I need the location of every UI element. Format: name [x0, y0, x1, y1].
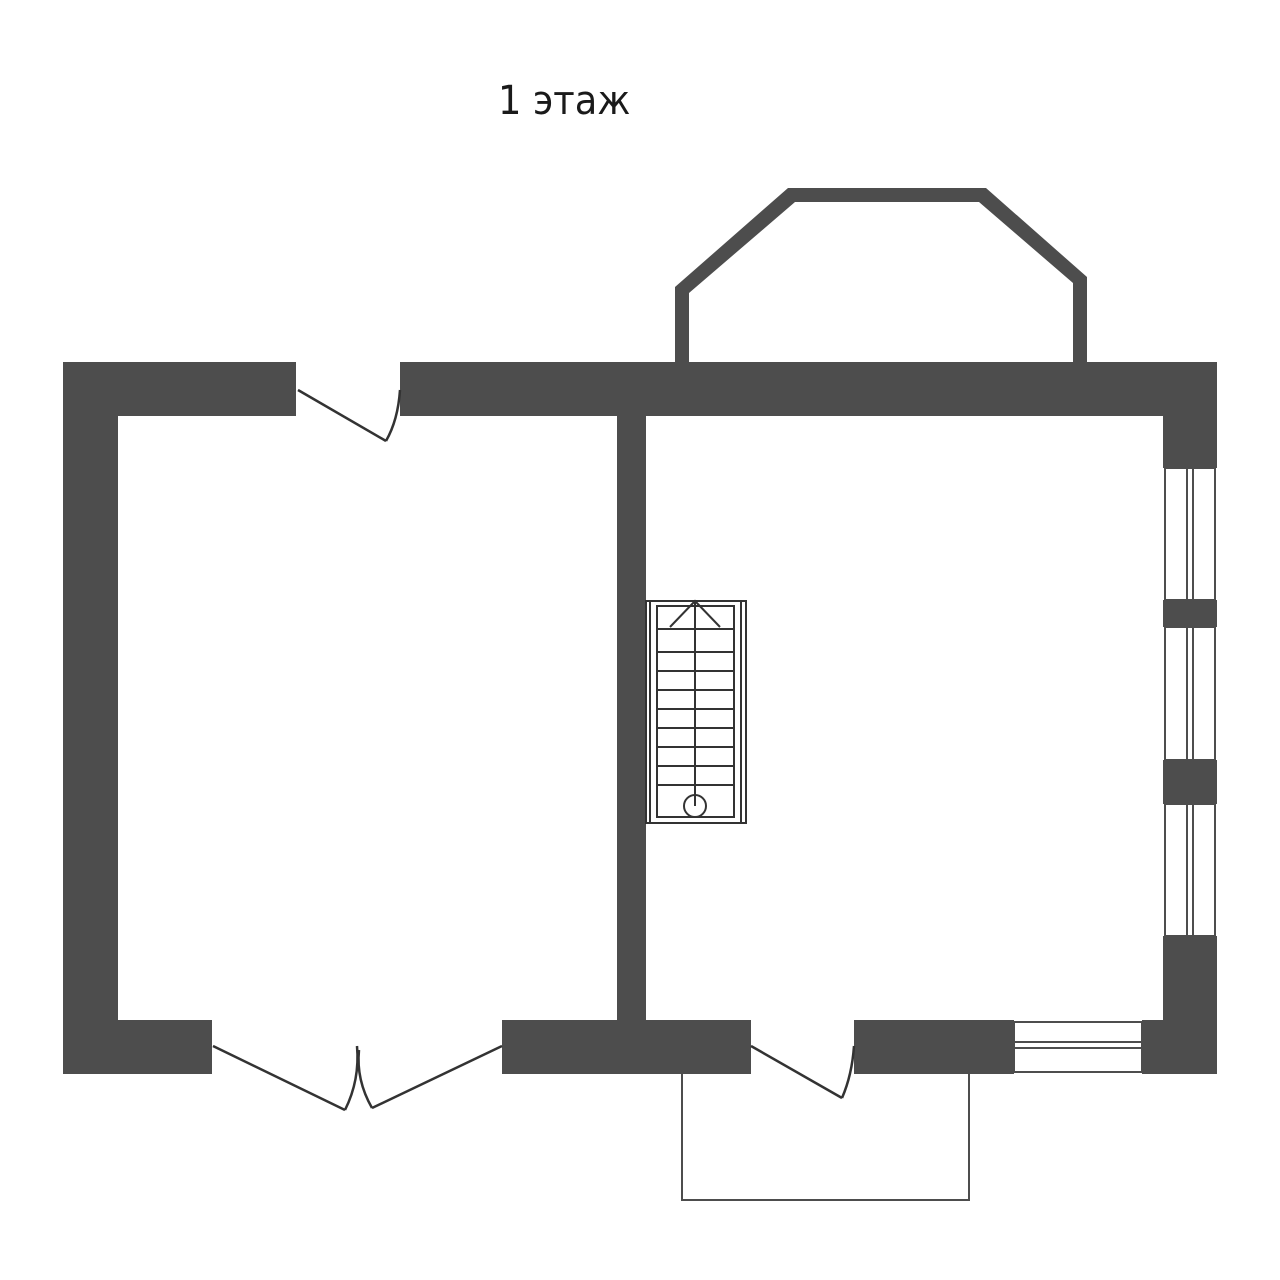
wall-right-4	[1163, 936, 1217, 1074]
window-right-3	[1164, 803, 1216, 937]
floor-title: 1 этаж	[498, 78, 631, 124]
door-top	[297, 388, 402, 443]
stair-start-circle-icon	[683, 794, 707, 818]
wall-right-3	[1163, 760, 1217, 804]
window-right-1	[1164, 467, 1216, 601]
wall-bottom-1	[63, 1020, 212, 1074]
bottom-window	[1013, 1021, 1143, 1073]
wall-right-1	[1163, 362, 1217, 468]
wall-top-right	[400, 362, 1217, 416]
exterior-walls	[63, 362, 1217, 1074]
wall-bottom-3	[854, 1020, 1014, 1074]
staircase	[645, 599, 747, 824]
window-right-2	[1164, 626, 1216, 761]
right-window-panes	[1186, 468, 1194, 936]
bay-window	[675, 188, 1087, 362]
porch-outline	[681, 1074, 970, 1201]
interior-partition-wall	[617, 410, 646, 1030]
door-entrance	[750, 1044, 856, 1100]
wall-left	[63, 362, 118, 1074]
right-windows	[1164, 467, 1216, 937]
wall-right-2	[1163, 600, 1217, 627]
door-bottom-double	[212, 1044, 503, 1112]
